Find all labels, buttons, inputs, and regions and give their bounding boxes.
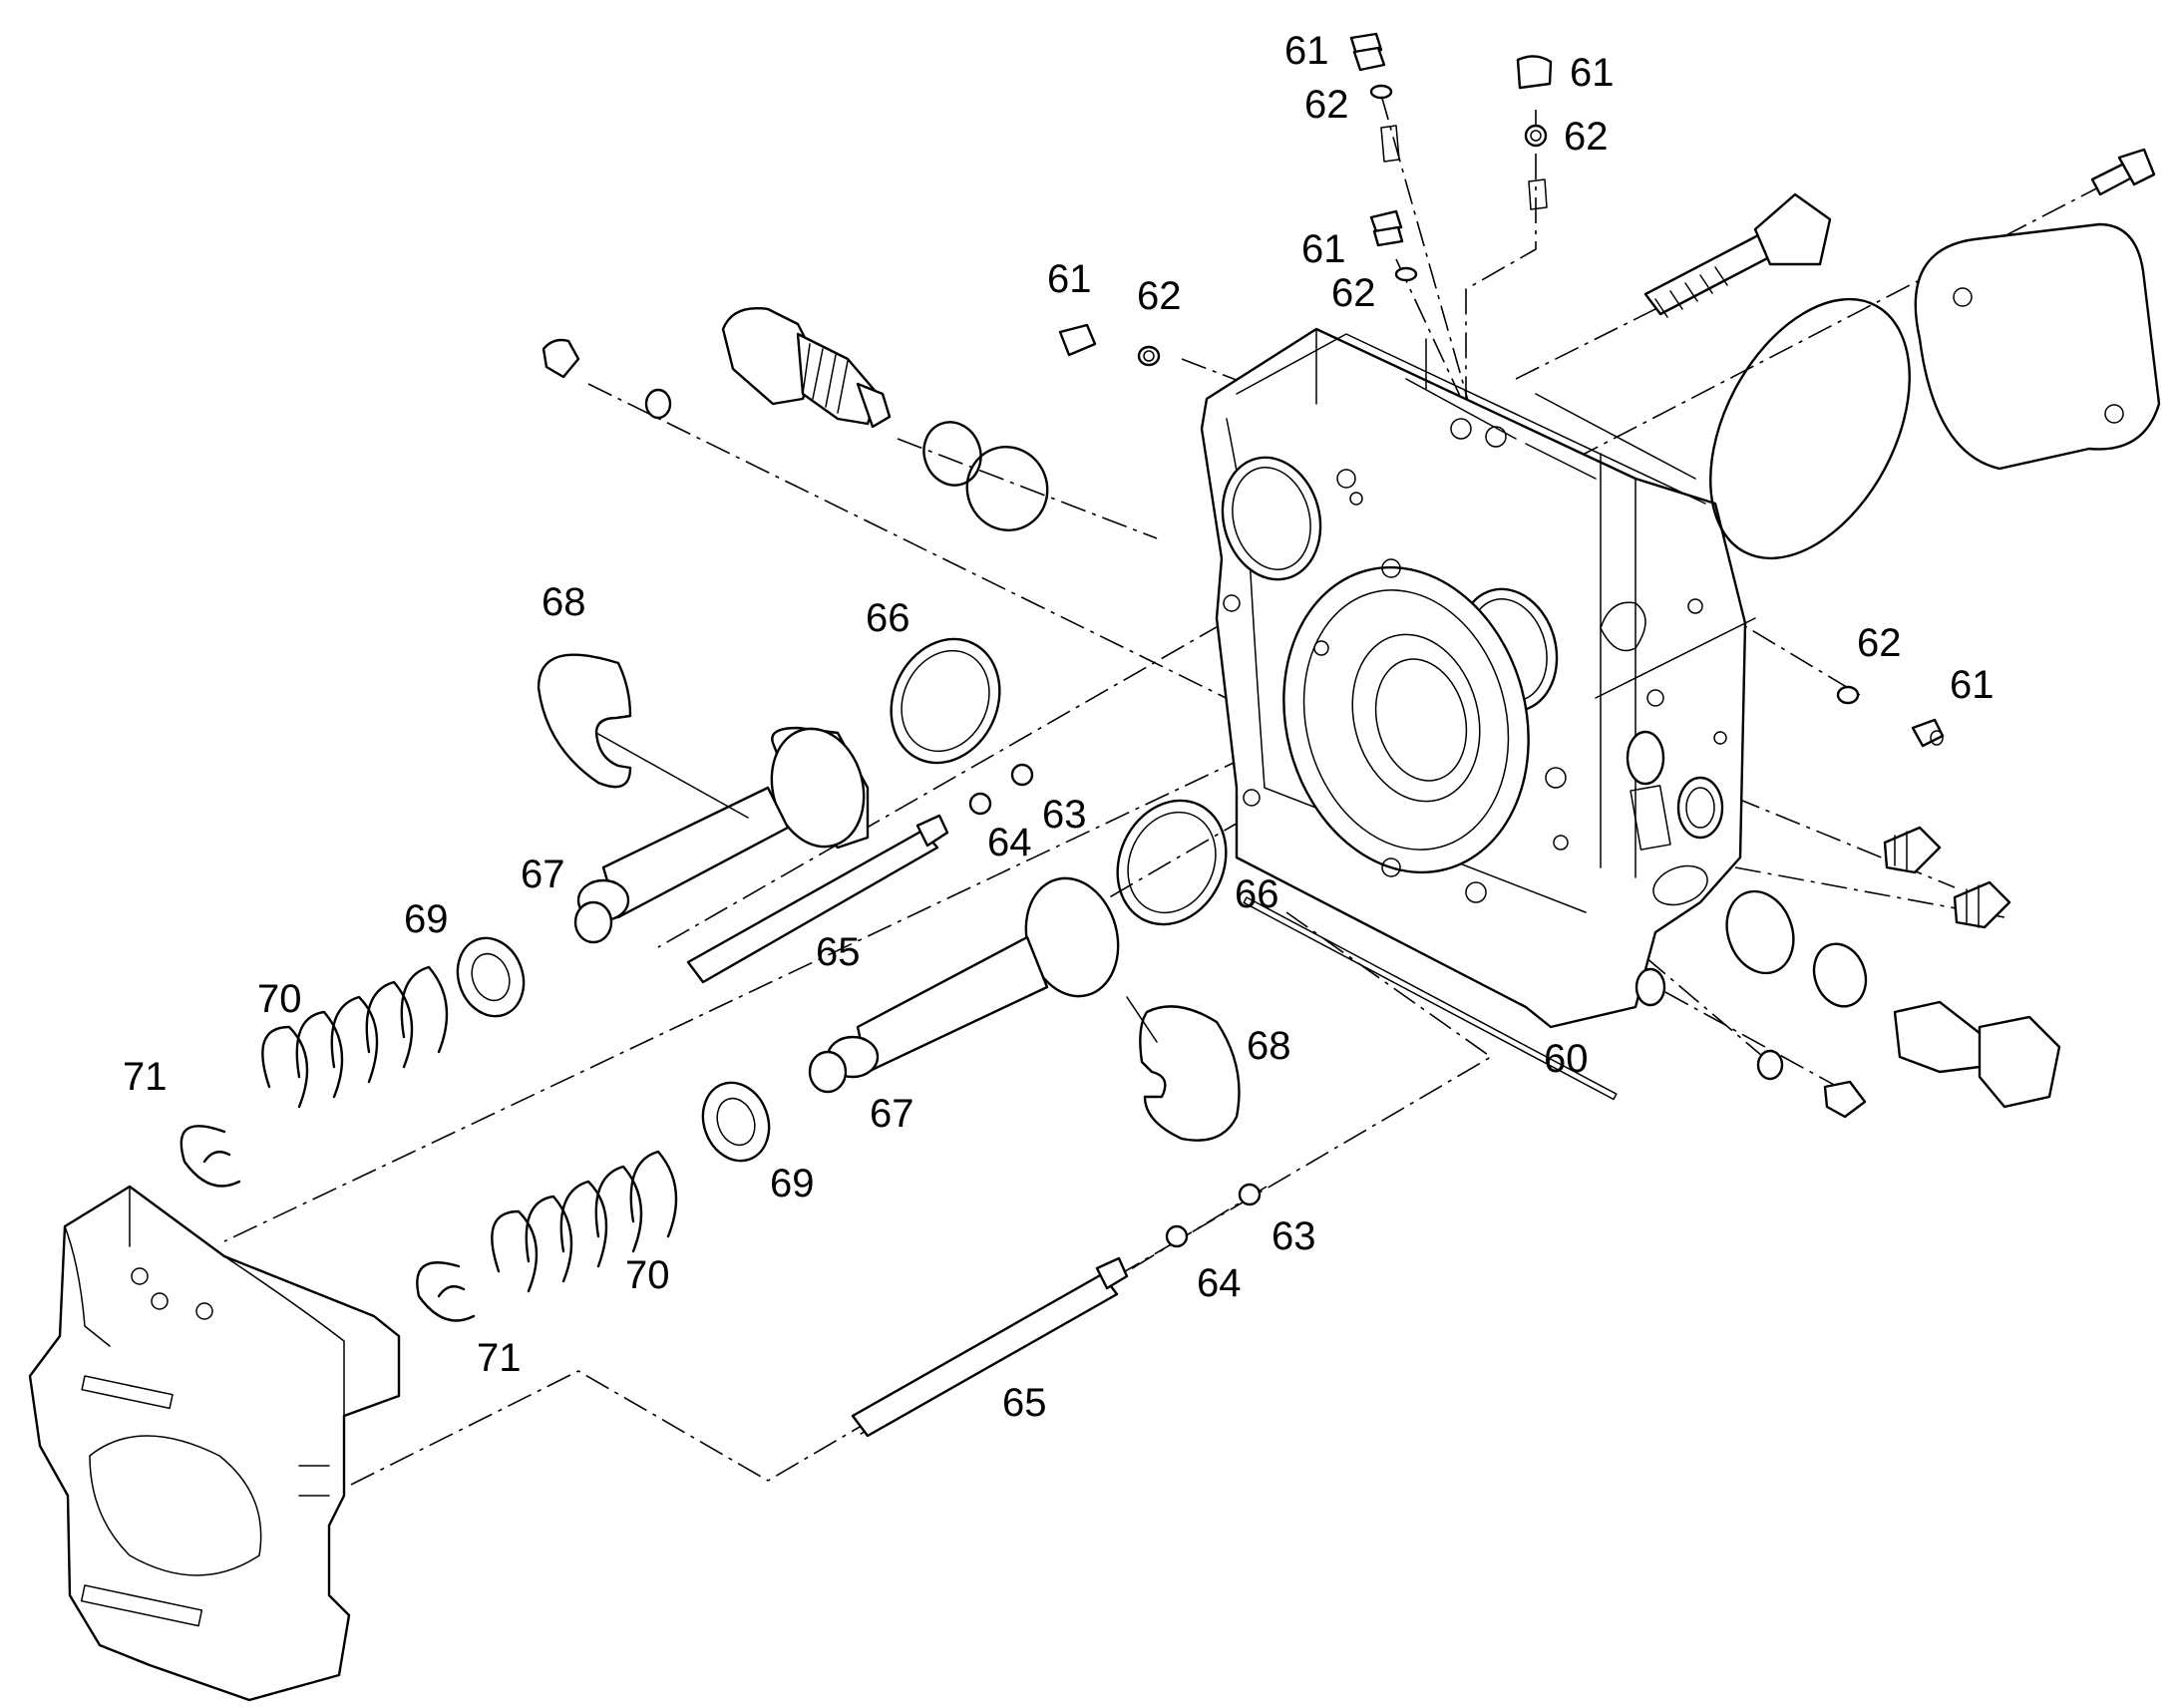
callout-65: 65 — [816, 930, 861, 974]
callout-69: 69 — [770, 1162, 815, 1205]
callout-68: 68 — [1247, 1024, 1291, 1068]
callout-60: 60 — [1544, 1037, 1589, 1081]
callout-62: 62 — [1137, 274, 1182, 318]
callout-labels: 61 62 61 62 61 62 61 62 62 61 68 66 63 6… — [123, 29, 1995, 1425]
callout-64: 64 — [1197, 1261, 1242, 1305]
callout-70: 70 — [257, 977, 302, 1021]
callout-69: 69 — [404, 897, 449, 941]
callout-61: 61 — [1047, 257, 1092, 301]
end-cover — [28, 1185, 401, 1702]
right-side-parts — [1725, 826, 2061, 1119]
callout-68: 68 — [542, 580, 586, 624]
callout-61: 61 — [1570, 51, 1615, 95]
callout-71: 71 — [477, 1336, 522, 1380]
callout-66: 66 — [866, 596, 910, 640]
callout-62: 62 — [1304, 83, 1349, 127]
callout-61: 61 — [1301, 227, 1346, 271]
upper-piston-assembly — [180, 637, 1034, 1188]
callout-67: 67 — [521, 853, 565, 896]
callout-67: 67 — [870, 1092, 914, 1136]
callout-62: 62 — [1857, 621, 1902, 665]
callout-64: 64 — [987, 821, 1032, 864]
callout-62: 62 — [1564, 115, 1609, 159]
callout-62: 62 — [1331, 271, 1376, 315]
callout-63: 63 — [1272, 1214, 1316, 1258]
leader-lines — [595, 732, 1158, 1043]
callout-71: 71 — [123, 1055, 168, 1099]
lower-piston-assembly — [416, 799, 1262, 1438]
callout-65: 65 — [1002, 1381, 1047, 1425]
top-plugs — [1058, 32, 1945, 748]
callout-61: 61 — [1284, 29, 1329, 73]
relief-valve-upper — [542, 307, 1049, 531]
callout-66: 66 — [1235, 872, 1279, 916]
callout-70: 70 — [625, 1253, 670, 1297]
callout-61: 61 — [1950, 663, 1995, 707]
callout-63: 63 — [1042, 793, 1087, 837]
bolt-and-cover — [1643, 148, 2161, 560]
housing-60 — [1200, 327, 1756, 1101]
